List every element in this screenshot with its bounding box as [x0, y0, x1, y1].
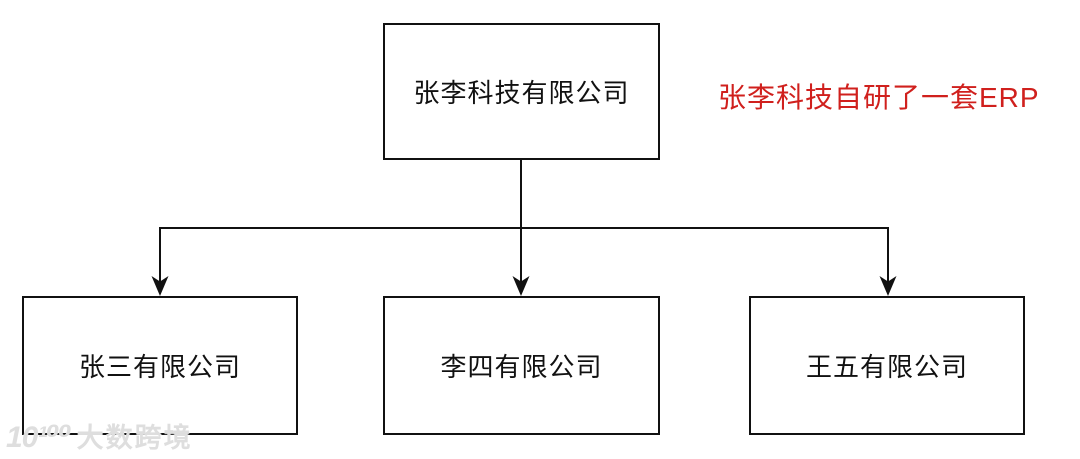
annotation-text: 张李科技自研了一套ERP [718, 82, 1040, 113]
org-node-root-label: 张李科技有限公司 [413, 78, 630, 108]
org-node-child-3-label: 王五有限公司 [805, 352, 968, 382]
org-node-child-1: 张三有限公司 [22, 296, 298, 435]
org-node-child-2: 李四有限公司 [383, 296, 660, 435]
org-node-root: 张李科技有限公司 [383, 23, 660, 160]
arrowhead-middle-icon [512, 276, 530, 296]
org-node-child-3: 王五有限公司 [749, 296, 1025, 435]
arrowhead-left-icon [151, 276, 169, 296]
org-node-child-2-label: 李四有限公司 [440, 352, 603, 382]
watermark-logo-icon: 10¹⁰⁰ [6, 421, 72, 454]
arrowhead-right-icon [879, 276, 897, 296]
watermark-brand-text: 大数跨境 [76, 423, 193, 453]
org-node-child-1-label: 张三有限公司 [78, 352, 241, 382]
watermark: 10¹⁰⁰ 大数跨境 [6, 416, 193, 455]
